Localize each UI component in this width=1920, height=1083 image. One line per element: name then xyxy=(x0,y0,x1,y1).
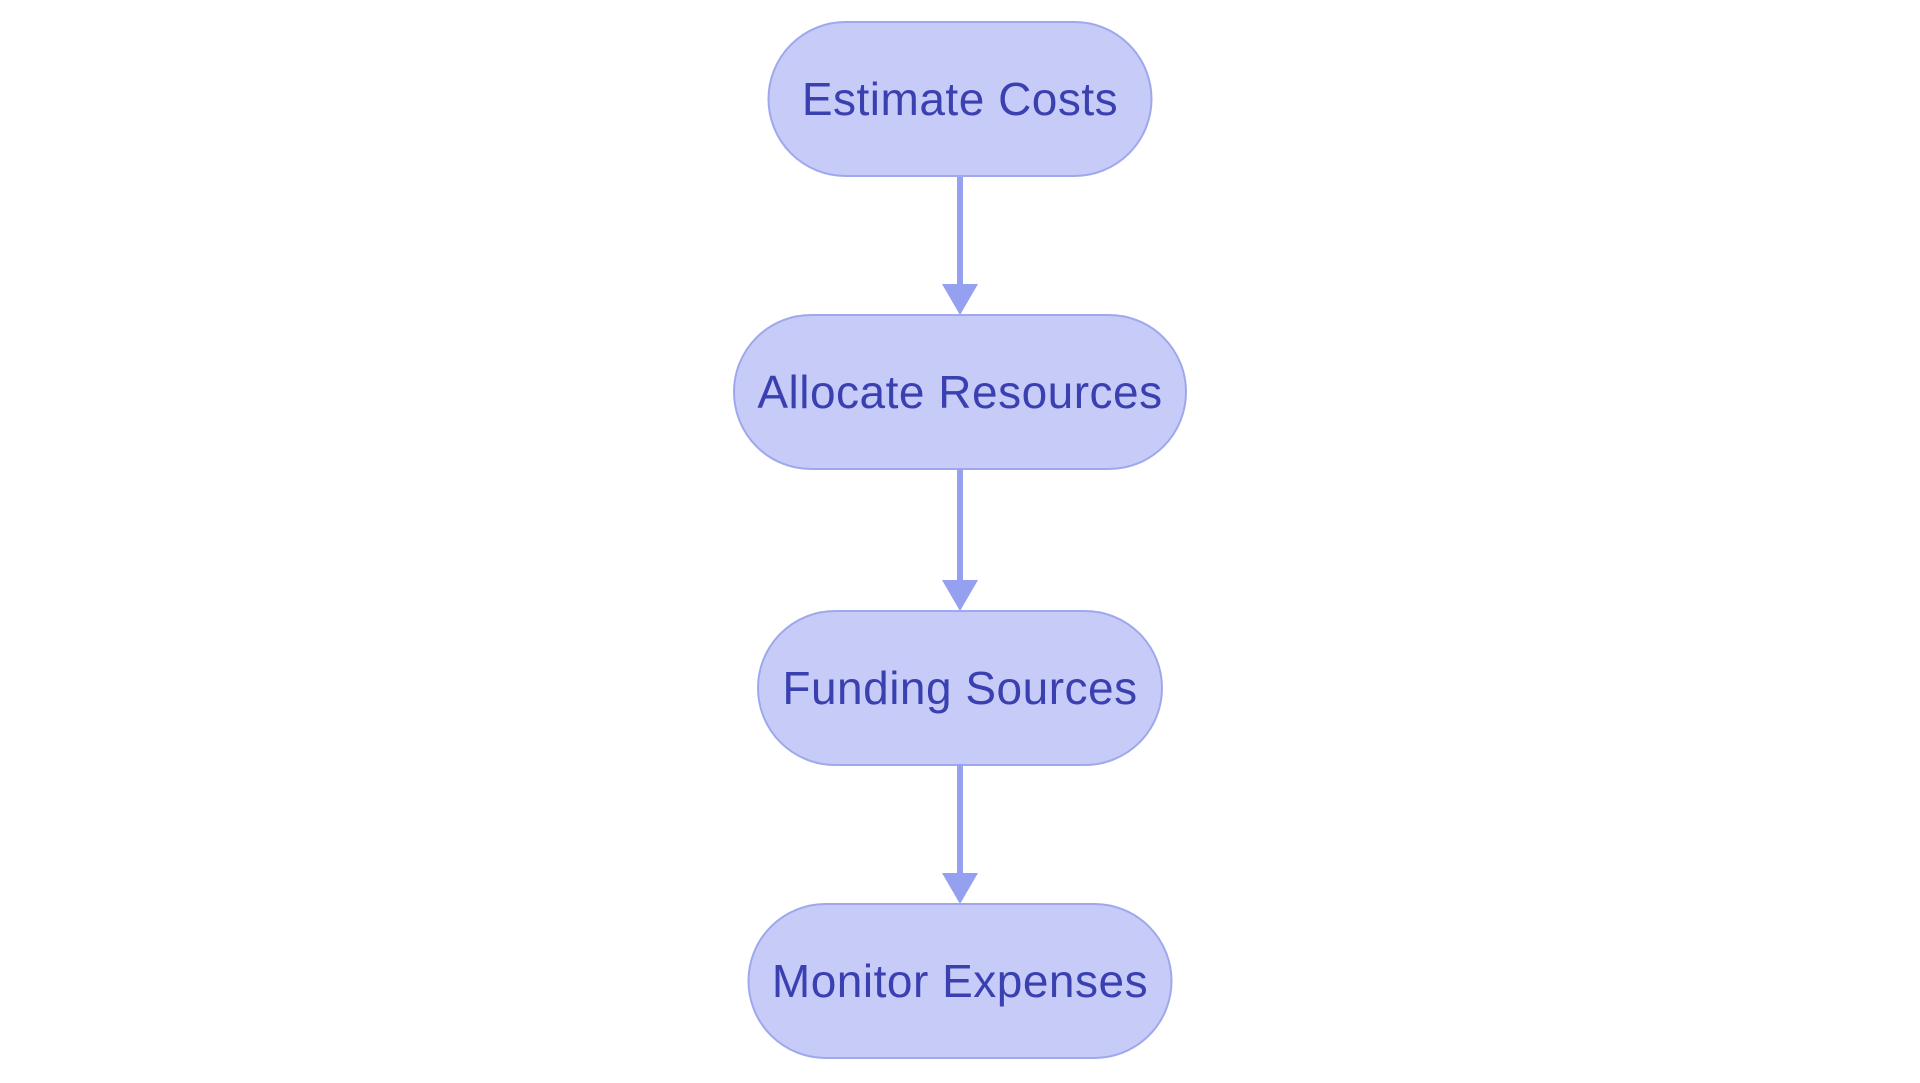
edge-estimate-to-allocate xyxy=(942,177,978,315)
node-allocate-resources: Allocate Resources xyxy=(733,314,1187,470)
edge-line xyxy=(957,764,963,873)
node-label: Allocate Resources xyxy=(757,366,1163,418)
arrow-down-icon xyxy=(942,284,978,315)
node-label: Funding Sources xyxy=(782,662,1138,714)
edge-line xyxy=(957,177,963,284)
edge-funding-to-monitor xyxy=(942,764,978,904)
arrow-down-icon xyxy=(942,873,978,904)
arrow-down-icon xyxy=(942,580,978,611)
node-label: Estimate Costs xyxy=(801,73,1119,125)
node-funding-sources: Funding Sources xyxy=(757,610,1163,766)
node-monitor-expenses: Monitor Expenses xyxy=(747,903,1173,1059)
node-label: Monitor Expenses xyxy=(771,955,1149,1007)
node-estimate-costs: Estimate Costs xyxy=(767,21,1153,177)
edge-allocate-to-funding xyxy=(942,469,978,611)
edge-line xyxy=(957,469,963,580)
